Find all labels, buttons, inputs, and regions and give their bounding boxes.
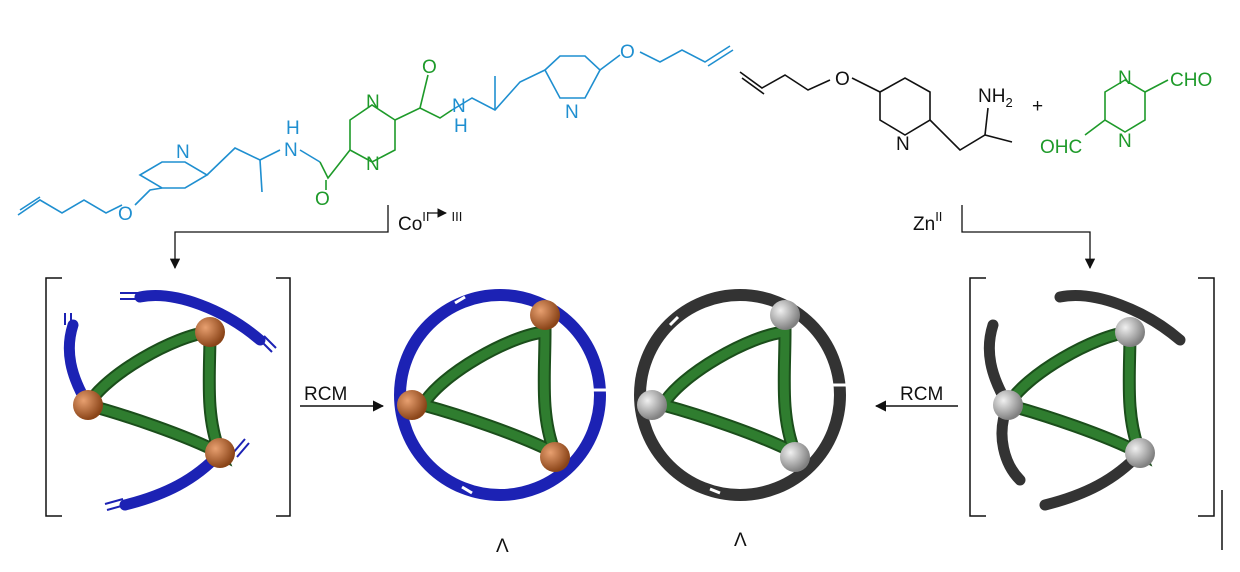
- atom-n: N: [452, 96, 466, 117]
- atom-n: N: [176, 142, 190, 163]
- atom-n: N: [896, 134, 910, 155]
- atom-o: O: [835, 69, 850, 90]
- rcm-label-left: RCM: [304, 384, 347, 405]
- brackets-right: [969, 277, 1215, 517]
- atom-o: O: [118, 204, 133, 225]
- black-amine: O N NH2 +: [739, 69, 1043, 155]
- amine-nh2: NH2: [978, 86, 1013, 110]
- atom-n: N: [1118, 131, 1132, 152]
- aldehyde-cho: CHO: [1170, 70, 1212, 91]
- zn-label: ZnII: [913, 209, 942, 235]
- aldehyde-ohc: OHC: [1040, 137, 1082, 158]
- co-closed-cage: [394, 289, 610, 501]
- atom-o: O: [422, 57, 437, 78]
- atom-n: N: [565, 102, 579, 123]
- atom-n: N: [284, 140, 298, 161]
- atom-h: H: [454, 116, 468, 137]
- pyrazine-dialdehyde: N N CHO OHC: [1040, 68, 1212, 158]
- atom-n: N: [366, 154, 380, 175]
- brackets-left: [45, 277, 291, 517]
- co-arrow: [169, 205, 389, 270]
- atom-o: O: [315, 189, 330, 210]
- lambda-label-zn: Λ: [734, 530, 747, 551]
- zn-arrow: [961, 205, 1096, 270]
- rcm-label-right: RCM: [900, 384, 943, 405]
- lambda-label-co: Λ: [496, 536, 509, 557]
- blue-ligand: N O H N N H N O: [17, 42, 734, 225]
- atom-n: N: [1118, 68, 1132, 89]
- atom-o: O: [620, 42, 635, 63]
- zn-open-complex: [983, 290, 1186, 511]
- green-pyrazine-diamide: O N N O: [315, 57, 453, 210]
- atom-n: N: [366, 92, 380, 113]
- atom-h: H: [286, 118, 300, 139]
- zn-closed-cage: [634, 289, 850, 501]
- plus-sign: +: [1032, 96, 1043, 117]
- co-open-complex: [63, 290, 277, 511]
